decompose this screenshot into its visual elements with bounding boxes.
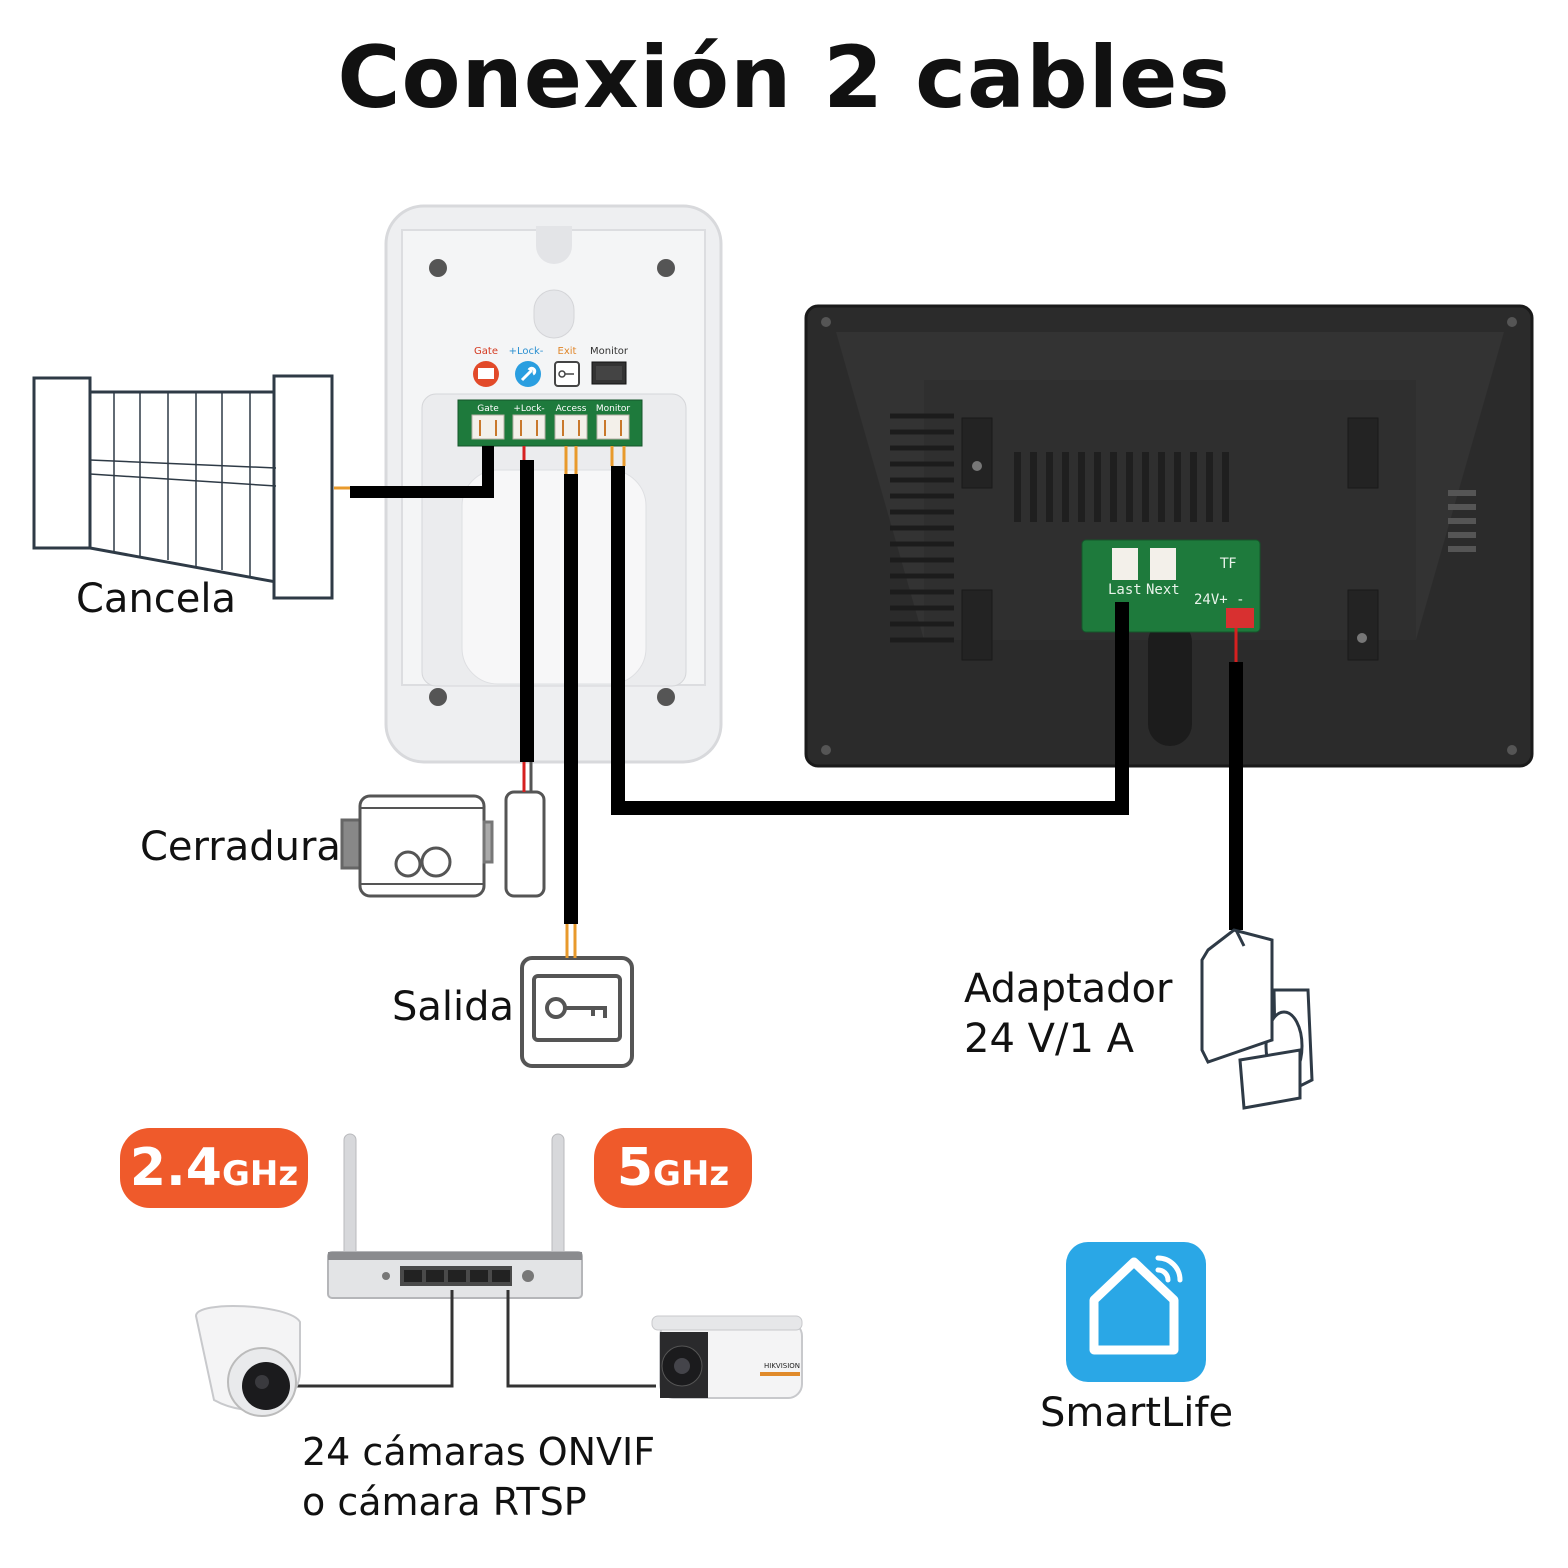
icon-label-monitor: Monitor <box>590 346 629 357</box>
outdoor-unit: Gate +Lock- Exit Monitor Gate +Lock- Acc… <box>384 204 723 764</box>
bullet-camera: HIKVISION <box>651 1315 803 1399</box>
indoor-monitor: TF Last Next 24V+ - <box>804 304 1534 768</box>
icon-label-lock: +Lock- <box>509 346 544 357</box>
screw <box>657 688 675 706</box>
gate-illustration <box>32 374 334 600</box>
terminal-label-lock: +Lock- <box>513 404 544 414</box>
terminal-label-access: Access <box>556 404 587 414</box>
pcb-label-last: Last <box>1108 582 1142 598</box>
icon-label-gate: Gate <box>474 346 498 357</box>
screw <box>657 259 675 277</box>
badge-5ghz-number: 5 <box>616 1138 654 1198</box>
cameras-label-line2: o cámara RTSP <box>302 1480 587 1524</box>
adapter-label-line2: 24 V/1 A <box>964 1016 1134 1062</box>
badge-5ghz-unit: GHz <box>653 1154 730 1194</box>
dome-camera <box>194 1304 301 1417</box>
pcb-label-next: Next <box>1146 582 1180 598</box>
terminal-label-gate: Gate <box>477 404 499 414</box>
router <box>327 1133 583 1299</box>
screw <box>429 259 447 277</box>
lock-label: Cerradura <box>140 824 341 870</box>
wires <box>334 446 1243 958</box>
power-adapter <box>1200 928 1314 1110</box>
screw <box>429 688 447 706</box>
smartlife-app-icon <box>1066 1242 1206 1382</box>
exit-label: Salida <box>392 984 515 1030</box>
camera-brand: HIKVISION <box>764 1362 800 1370</box>
cameras-label-line1: 24 cámaras ONVIF <box>302 1430 656 1474</box>
badge-2-4ghz-number: 2.4 <box>129 1138 222 1198</box>
exit-button-illustration <box>520 956 634 1068</box>
pcb-label-power: 24V+ - <box>1194 592 1245 608</box>
lock-illustration <box>340 790 546 898</box>
pcb-label-tf: TF <box>1219 556 1237 572</box>
lan-cables <box>296 1290 656 1388</box>
gate-label: Cancela <box>76 576 237 622</box>
page-title: Conexión 2 cables <box>337 28 1231 128</box>
terminal-label-monitor: Monitor <box>596 404 631 414</box>
adapter-label-line1: Adaptador <box>964 966 1173 1012</box>
icon-label-exit: Exit <box>558 346 577 357</box>
smartlife-label: SmartLife <box>1040 1390 1234 1436</box>
badge-2-4ghz-unit: GHz <box>221 1154 299 1194</box>
